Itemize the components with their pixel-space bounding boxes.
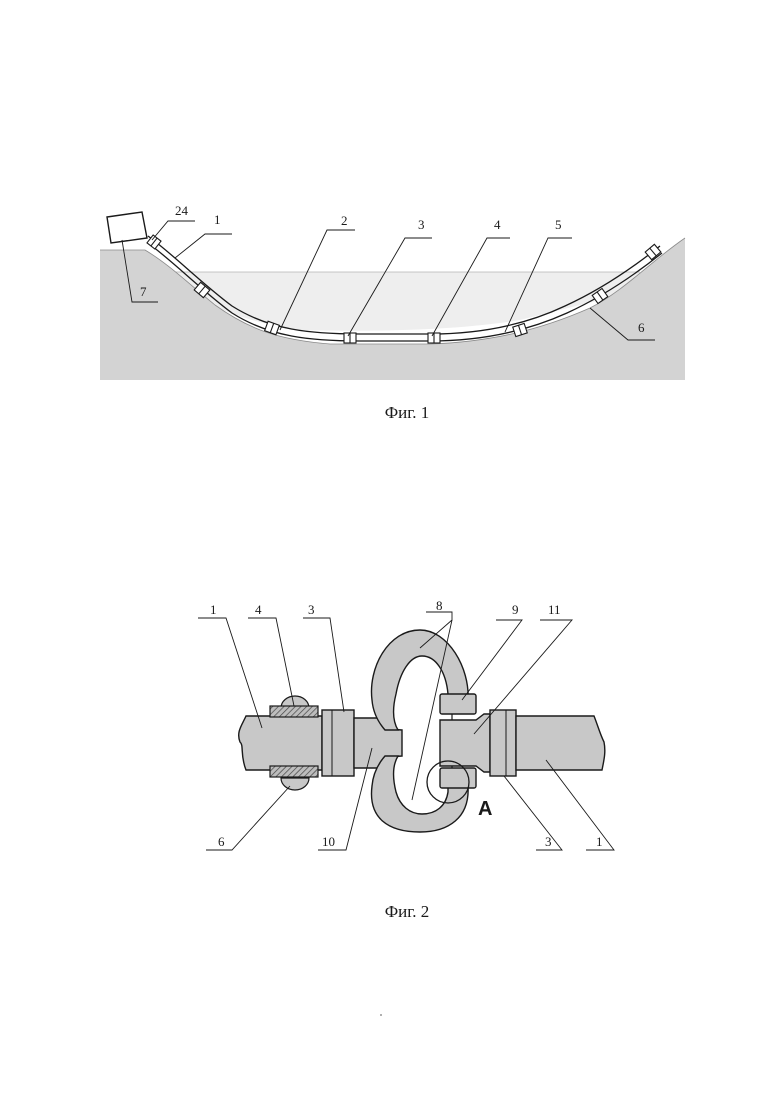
fig2-label-3-left: 3 xyxy=(308,602,315,617)
fig1-label-24: 24 xyxy=(175,203,189,218)
upper-pin-block xyxy=(440,694,476,714)
fig1-label-2: 2 xyxy=(341,213,348,228)
coupling-node xyxy=(428,333,440,343)
figure-1: 24 1 2 3 4 5 6 7 Фиг. 1 xyxy=(100,203,685,422)
upper-hatched-clamp xyxy=(270,706,318,717)
fig1-label-7: 7 xyxy=(140,284,147,299)
fig2-label-1-right: 1 xyxy=(596,834,603,849)
fig2-label-8: 8 xyxy=(436,598,443,613)
fig2-label-9: 9 xyxy=(512,602,519,617)
figure-2-caption: Фиг. 2 xyxy=(385,902,430,921)
scan-speck xyxy=(380,1014,382,1016)
fig2-label-6: 6 xyxy=(218,834,225,849)
fig2-label-1-left: 1 xyxy=(210,602,217,617)
swivel-pin xyxy=(440,714,490,772)
right-pipe xyxy=(516,716,605,770)
winch-box xyxy=(107,212,147,243)
fig2-label-11: 11 xyxy=(548,602,561,617)
lower-hatched-clamp xyxy=(270,766,318,777)
left-coupling-sleeve xyxy=(322,710,354,776)
fig1-label-6: 6 xyxy=(638,320,645,335)
fig1-label-5: 5 xyxy=(555,217,562,232)
fig2-label-4: 4 xyxy=(255,602,262,617)
right-coupling-sleeve xyxy=(490,710,516,776)
fig1-label-4: 4 xyxy=(494,217,501,232)
lower-bolt-head xyxy=(281,778,309,790)
lower-pin-block xyxy=(440,768,476,788)
fig2-label-10: 10 xyxy=(322,834,335,849)
figure-1-caption: Фиг. 1 xyxy=(385,403,430,422)
fig1-label-3: 3 xyxy=(418,217,425,232)
fig1-label-1: 1 xyxy=(214,212,221,227)
detail-a-label: A xyxy=(478,798,492,820)
figure-2: 1 4 3 8 9 11 6 10 A 3 1 Фиг. 2 xyxy=(198,598,614,921)
fig2-label-3-right: 3 xyxy=(545,834,552,849)
left-pipe xyxy=(239,716,322,770)
coupling-node xyxy=(344,333,356,343)
